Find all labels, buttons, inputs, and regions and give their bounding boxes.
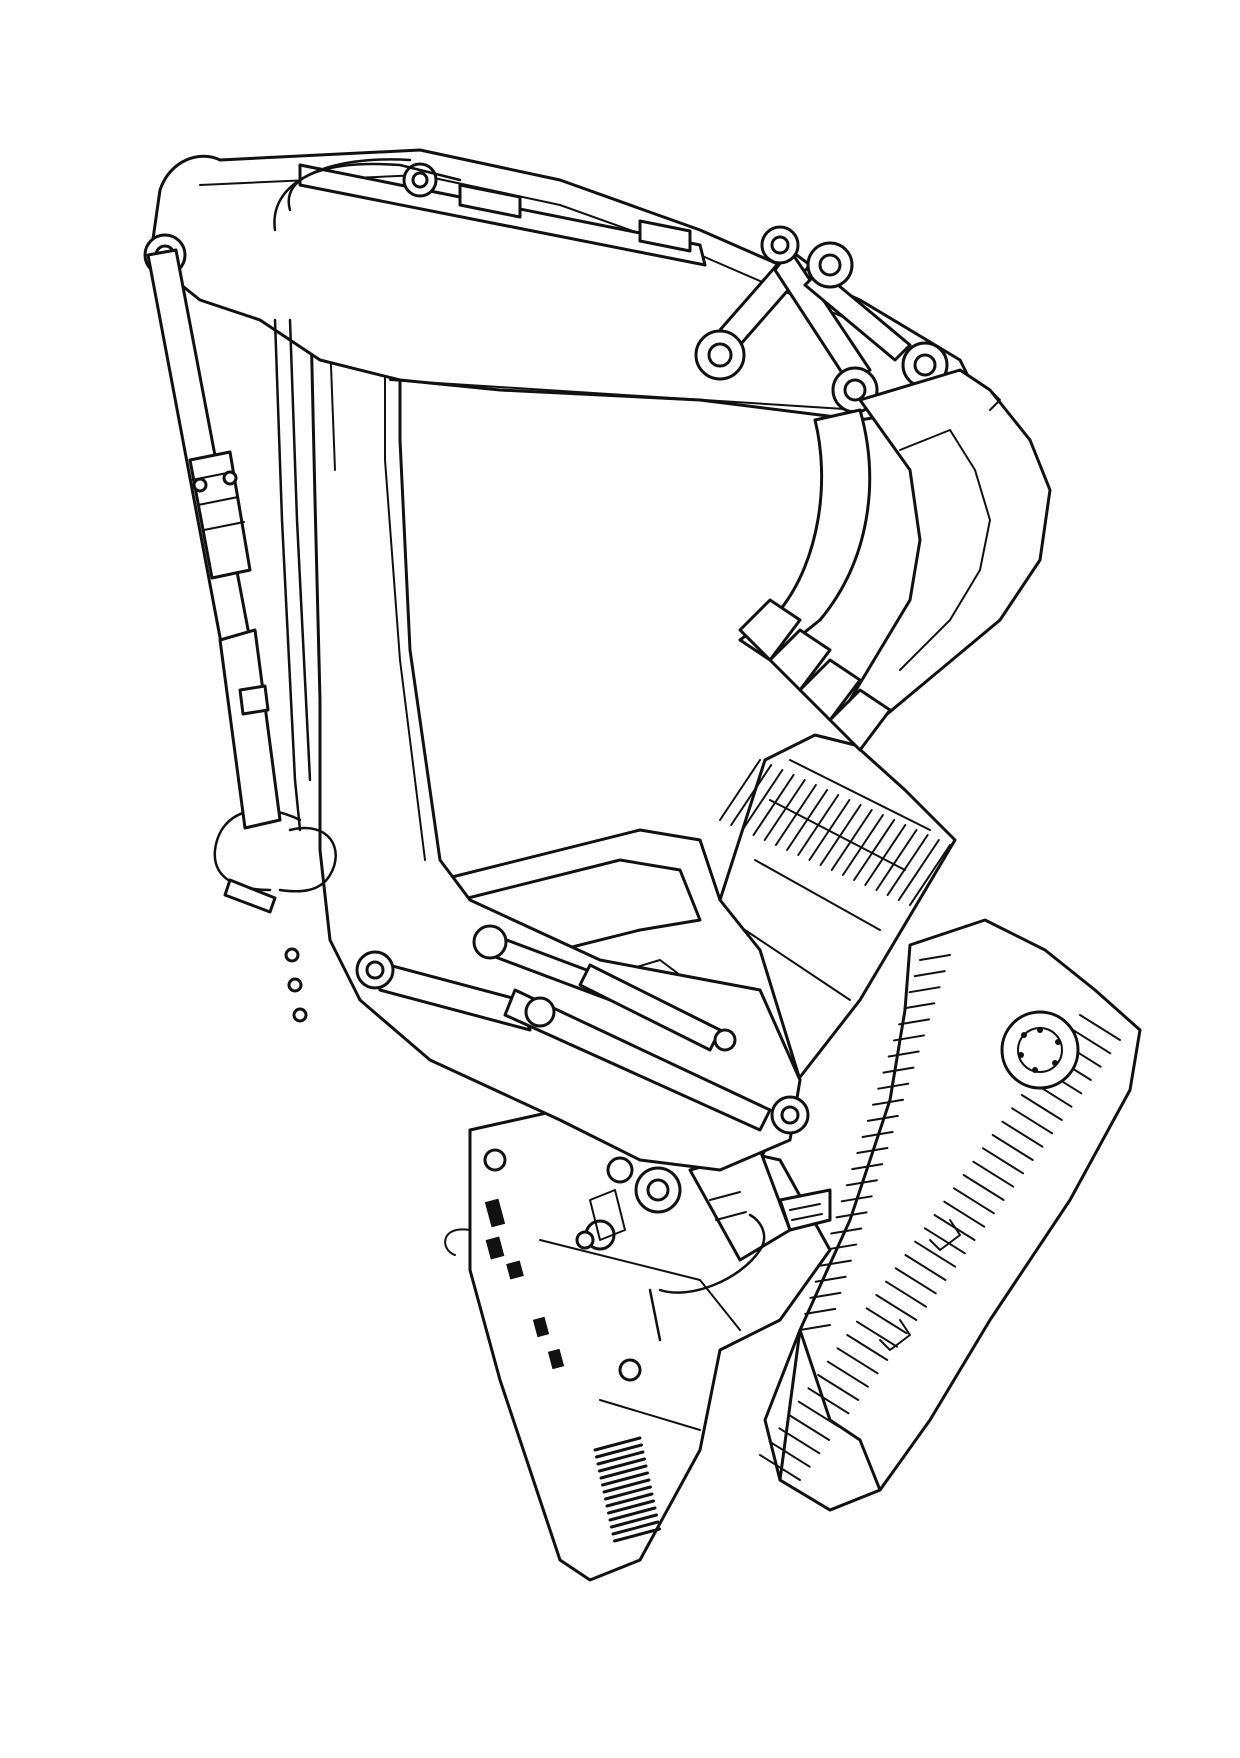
tread-line (866, 1114, 899, 1122)
tread-line (853, 819, 896, 881)
tread-line (613, 1527, 661, 1543)
tread-line (885, 1280, 928, 1308)
tread-line (887, 1050, 920, 1058)
boom-cylinders (355, 924, 772, 1132)
tread-line (952, 1187, 995, 1215)
tread-line (856, 1147, 889, 1155)
tread-line (882, 1066, 915, 1074)
tread-line (1079, 1014, 1121, 1041)
tread-line (605, 1492, 654, 1508)
tread-line (904, 1254, 947, 1281)
tread-line (1001, 1120, 1044, 1148)
bucket (738, 368, 1052, 752)
tread-line (872, 1098, 905, 1106)
tread-line (1011, 1107, 1054, 1135)
tread-line (877, 1082, 910, 1090)
tread-line (855, 1320, 898, 1348)
tread-line (865, 1307, 908, 1335)
tread-line (768, 1440, 811, 1468)
tread-line (908, 986, 941, 994)
tread-line (1020, 1094, 1063, 1121)
tread-line (830, 809, 873, 871)
tread-line (799, 1324, 831, 1331)
tread-line (807, 1387, 850, 1415)
tread-line (830, 1227, 863, 1235)
tread-line (991, 1134, 1034, 1161)
tread-line (919, 954, 951, 961)
front-track (759, 918, 1142, 1512)
tread-line (774, 784, 817, 846)
tread-line (864, 824, 907, 886)
tread-line (1069, 1027, 1112, 1055)
tread-line (814, 1275, 847, 1283)
rear-track-treads (719, 759, 951, 906)
tread-line (602, 1478, 651, 1494)
tread-line (897, 839, 940, 901)
tread-line (788, 1414, 831, 1441)
tread-line (719, 759, 761, 821)
tread-line (851, 1163, 884, 1171)
tread-line (596, 1450, 645, 1466)
tread-line (826, 1360, 869, 1388)
tread-line (825, 1243, 858, 1251)
tread-line (894, 1267, 937, 1295)
tread-line (840, 1195, 873, 1203)
tread-line (892, 1034, 925, 1042)
engine-grille (593, 1436, 661, 1543)
bucket-linkage (694, 225, 949, 414)
tread-line (759, 1454, 801, 1481)
tread-line (730, 764, 773, 826)
tread-line (923, 1227, 966, 1255)
tread-line (797, 794, 840, 856)
tread-line (886, 834, 929, 896)
tread-line (809, 1291, 842, 1299)
tread-line (763, 779, 806, 841)
tread-line (599, 1464, 648, 1480)
tread-line (861, 1130, 894, 1138)
tread-line (875, 1294, 918, 1321)
tread-line (846, 1334, 889, 1361)
arm-cylinder (273, 158, 707, 267)
tread-line (595, 1443, 643, 1459)
tread-line (598, 1457, 646, 1473)
tread-line (943, 1200, 986, 1228)
tread-line (817, 1374, 860, 1401)
tread-line (752, 774, 795, 836)
tread-line (819, 804, 862, 866)
tread-line (972, 1160, 1015, 1188)
tread-line (607, 1499, 655, 1515)
tread-line (610, 1513, 658, 1529)
tread-line (608, 1506, 657, 1522)
tread-line (982, 1147, 1025, 1175)
tread-line (601, 1471, 649, 1487)
tread-line (808, 799, 851, 861)
tread-line (836, 1347, 879, 1375)
bucket-cylinder (146, 248, 282, 830)
tread-line (875, 829, 918, 891)
tread-line (835, 1211, 868, 1219)
tread-line (909, 844, 951, 906)
tread-line (845, 1179, 878, 1187)
tread-line (898, 1018, 931, 1026)
drive-sprocket (1000, 1010, 1080, 1090)
tread-line (914, 1240, 957, 1268)
tread-line (797, 1400, 840, 1428)
tread-line (741, 769, 784, 831)
tread-line (841, 814, 884, 876)
tread-line (604, 1485, 652, 1501)
tread-line (593, 1436, 642, 1452)
tread-line (913, 970, 946, 978)
tread-line (611, 1520, 660, 1536)
tread-line (819, 1259, 852, 1267)
tread-line (903, 1002, 936, 1010)
tread-line (786, 789, 829, 851)
tread-line (804, 1307, 837, 1315)
tread-line (962, 1174, 1005, 1201)
tread-line (778, 1427, 821, 1455)
